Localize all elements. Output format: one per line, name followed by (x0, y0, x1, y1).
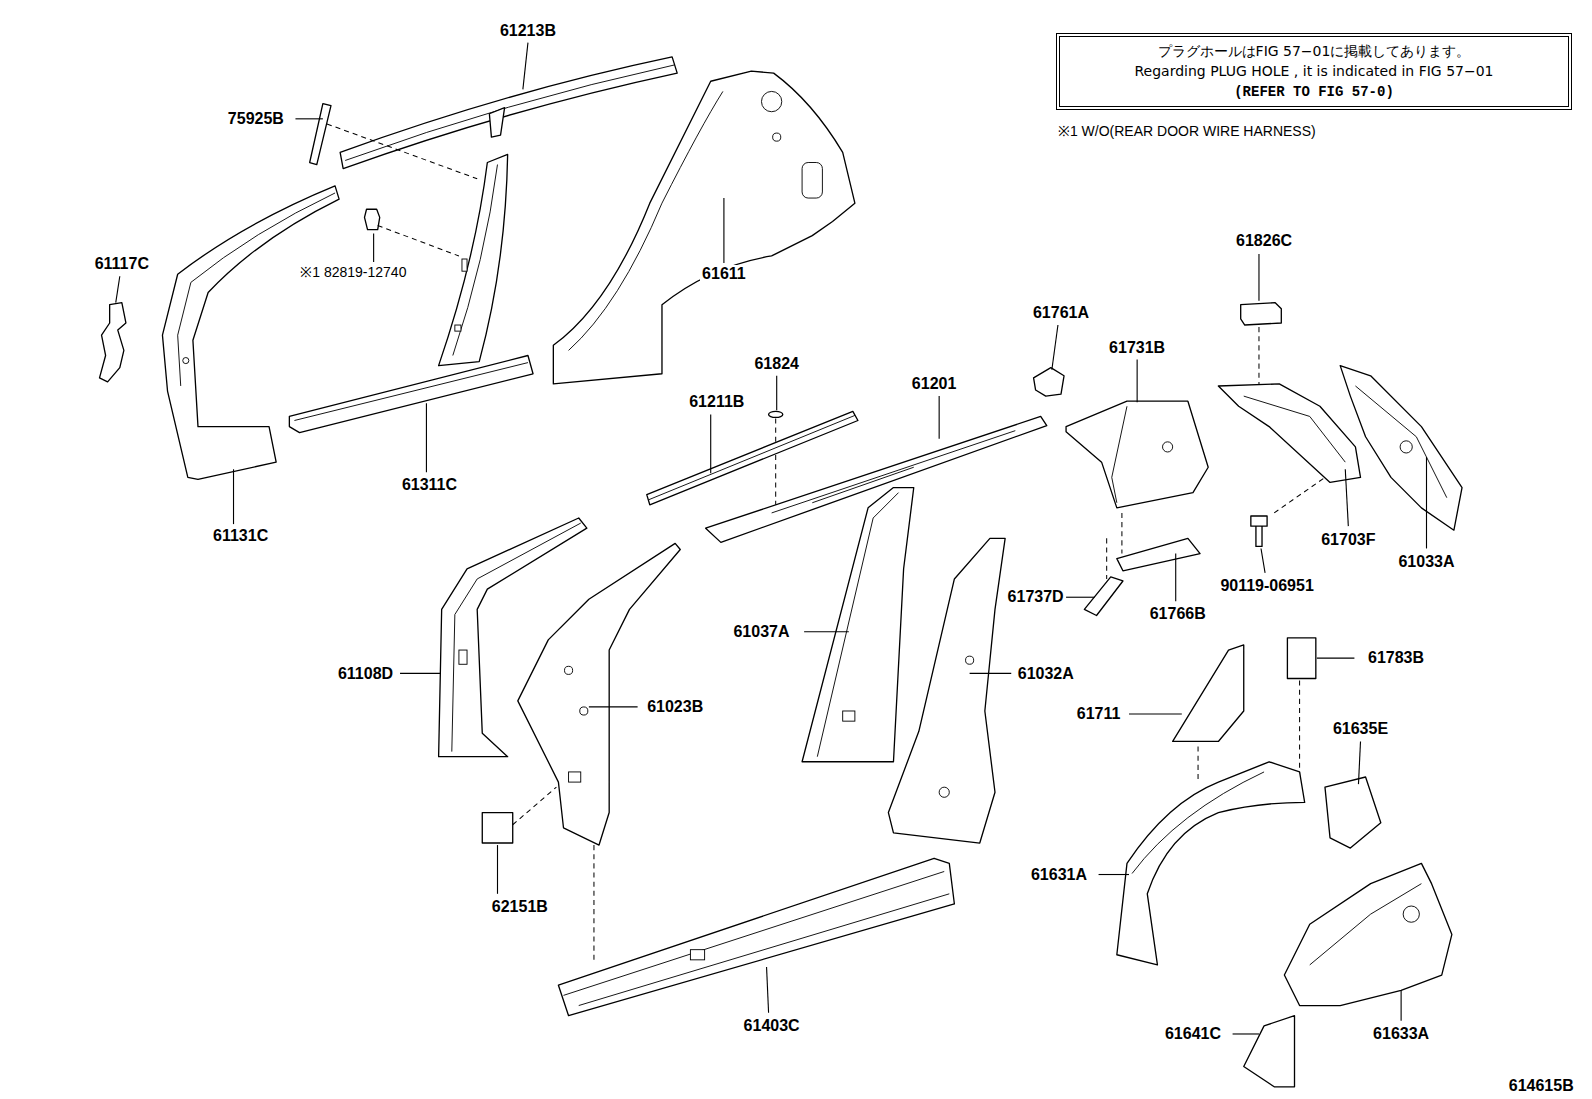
callout-number: 61403C (742, 1017, 802, 1035)
callout-number: 61761A (1031, 304, 1091, 322)
callout-number: 90119-06951 (1218, 577, 1315, 595)
callout-number: 61631A (1029, 866, 1089, 884)
callout-number: ※1 82819-12740 (298, 265, 408, 280)
callout-number: 61108D (336, 665, 395, 683)
callout-number: 61037A (731, 623, 791, 641)
callout-number: 61032A (1016, 665, 1076, 683)
note-text: (REFER TO FIG 57-0) (1068, 82, 1560, 102)
callout-number: 61211B (687, 393, 746, 411)
callout-number: 61731B (1107, 339, 1167, 357)
callout-number: 61635E (1331, 720, 1390, 738)
note-box: プラグホールはFIG 57−01に掲載してあります。Regarding PLUG… (1056, 33, 1572, 110)
callout-number: 61703F (1319, 531, 1377, 549)
callout-number: 61611 (700, 265, 748, 283)
callout-number: 61023B (645, 698, 705, 716)
note-text: プラグホールはFIG 57−01に掲載してあります。 (1068, 41, 1560, 61)
callout-number: 61711 (1075, 705, 1123, 723)
callout-number: 61826C (1234, 232, 1294, 250)
callout-number: 61824 (752, 355, 801, 373)
callout-number: 61033A (1396, 553, 1456, 571)
callout-number: 61311C (400, 476, 459, 494)
note-label: 614615B (1507, 1077, 1576, 1095)
callout-number: 61633A (1371, 1025, 1431, 1043)
callout-number: 61783B (1366, 649, 1426, 667)
note-text: Regarding PLUG HOLE , it is indicated in… (1068, 61, 1560, 81)
callout-number: 61213B (498, 22, 558, 40)
callout-number: 61641C (1163, 1025, 1223, 1043)
callout-number: 61131C (211, 527, 270, 545)
callout-number: 61117C (93, 255, 151, 273)
note-label: ※1 W/O(REAR DOOR WIRE HARNESS) (1056, 124, 1318, 139)
callout-number: 75925B (226, 110, 286, 128)
callout-number: 61766B (1148, 605, 1208, 623)
callout-number: 61201 (910, 375, 959, 393)
callout-number: 61737D (1006, 588, 1066, 606)
callout-number: 62151B (490, 898, 550, 916)
